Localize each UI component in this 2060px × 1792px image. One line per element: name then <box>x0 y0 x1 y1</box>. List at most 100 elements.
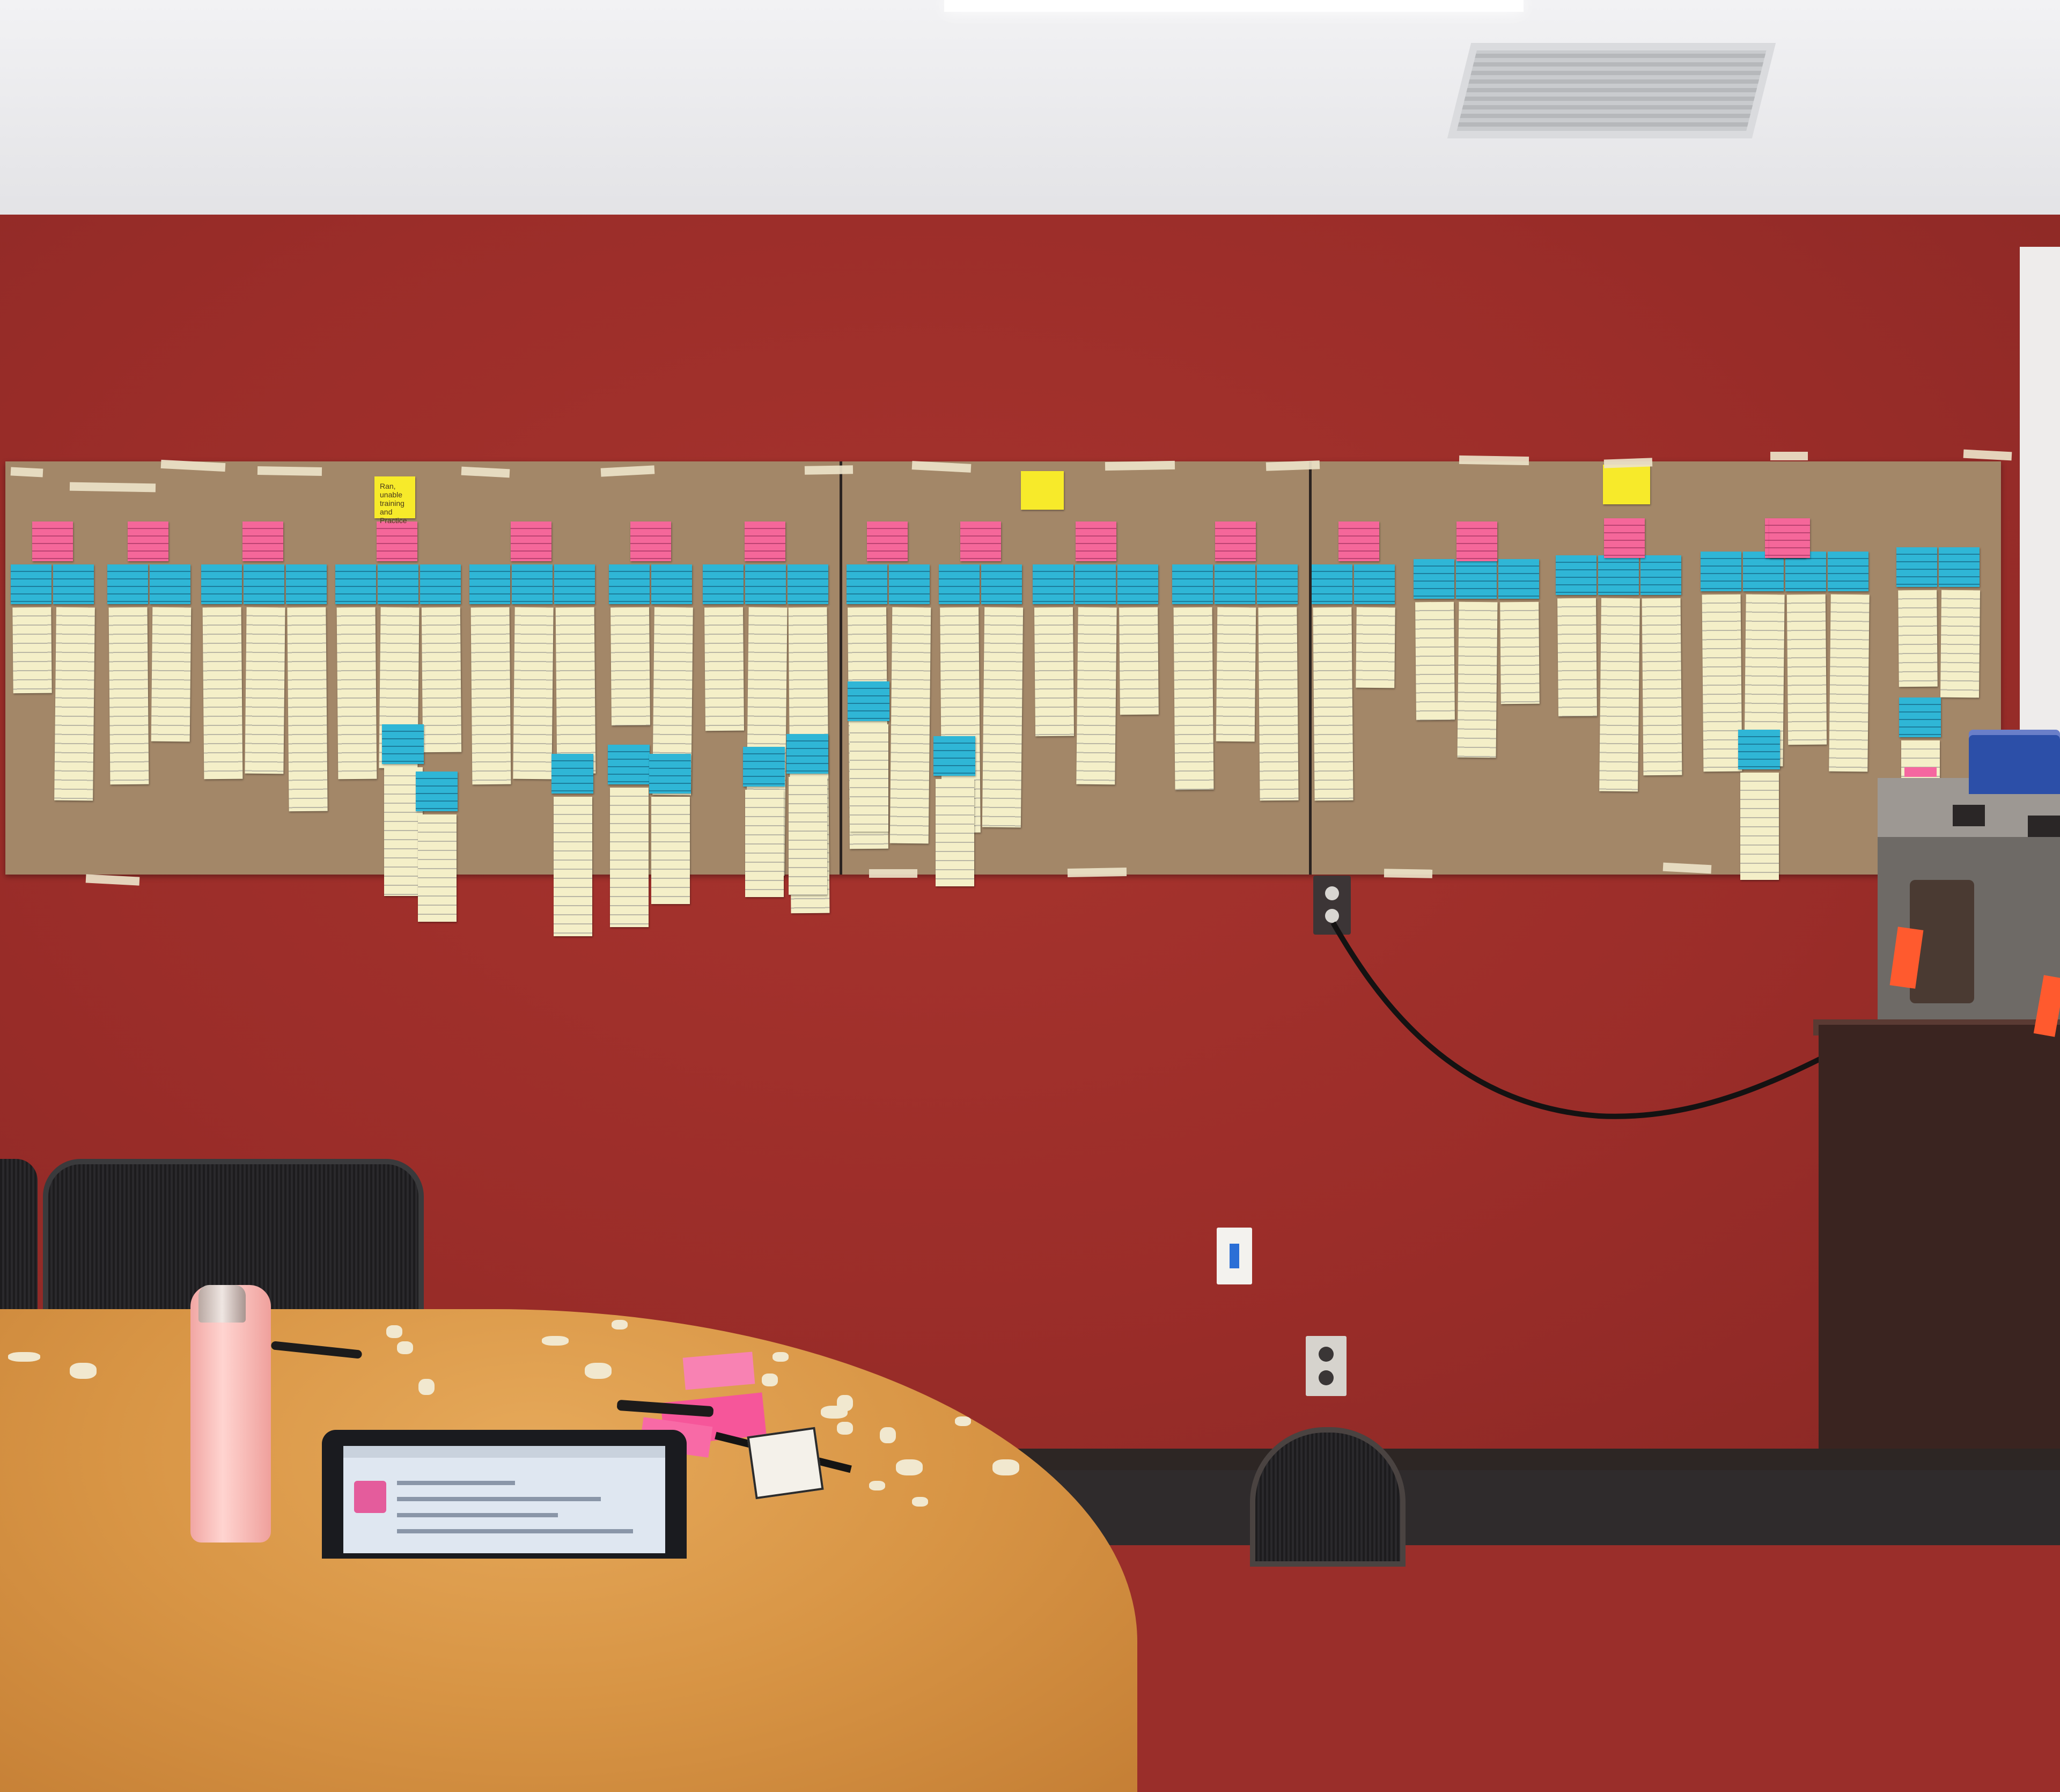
screen-text-line <box>397 1529 633 1533</box>
category-note-blue <box>107 564 148 604</box>
category-note-blue <box>469 564 510 604</box>
brewer-label <box>2028 816 2060 837</box>
tape-scrap <box>397 1341 413 1354</box>
category-note-blue <box>416 772 458 811</box>
ceiling-light <box>944 0 1524 12</box>
category-note-blue <box>788 564 828 604</box>
tape-scrap <box>880 1427 896 1443</box>
observation-note-cream <box>745 790 784 897</box>
door-trim <box>2020 247 2060 783</box>
category-note-blue <box>609 564 650 604</box>
category-note-blue <box>554 564 595 604</box>
tape-scrap <box>386 1325 402 1338</box>
tape-scrap <box>542 1336 569 1346</box>
theme-note-pink <box>867 522 908 561</box>
theme-note-pink <box>377 522 417 561</box>
paper-seam <box>840 461 842 875</box>
bottle-cap <box>198 1285 246 1323</box>
observation-note-cream <box>789 777 827 895</box>
category-note-blue <box>512 564 553 604</box>
category-note-blue <box>981 564 1022 604</box>
tape-scrap <box>896 1459 923 1475</box>
paper-seam <box>1309 461 1312 875</box>
tape-scrap <box>70 1363 97 1379</box>
category-note-blue <box>1172 564 1213 604</box>
category-note-blue <box>743 747 785 787</box>
category-note-blue <box>1785 552 1826 591</box>
category-note-blue <box>420 564 461 604</box>
category-note-blue <box>848 681 889 721</box>
pink-sticky-note <box>682 1352 755 1390</box>
category-note-blue <box>1312 564 1352 604</box>
tape-scrap <box>837 1422 853 1435</box>
observation-note-cream <box>554 797 592 936</box>
category-note-blue <box>847 564 887 604</box>
category-note-blue <box>703 564 744 604</box>
category-note-blue <box>1896 547 1937 587</box>
observation-note-cream <box>651 797 690 904</box>
category-note-blue <box>889 564 930 604</box>
theme-note-pink <box>630 522 671 561</box>
category-note-blue <box>378 564 418 604</box>
screen-text-line <box>397 1513 558 1517</box>
category-note-blue <box>1899 697 1941 737</box>
observation-note-cream <box>936 779 974 886</box>
theme-note-pink <box>128 522 168 561</box>
category-note-blue <box>649 754 691 794</box>
lower-outlet <box>1306 1336 1347 1396</box>
blue-tin <box>1969 735 2060 794</box>
category-note-blue <box>150 564 190 604</box>
category-note-blue <box>939 564 980 604</box>
theme-note-pink <box>1604 518 1645 558</box>
pink-tag <box>1904 767 1937 777</box>
tape-scrap <box>837 1395 853 1411</box>
category-note-blue <box>1414 559 1454 599</box>
yellow-header-note: Ran, unable training and Practice <box>374 476 415 525</box>
tape-scrap <box>992 1459 1019 1475</box>
tape-scrap <box>8 1352 40 1362</box>
category-note-blue <box>745 564 786 604</box>
light-switch <box>1217 1228 1252 1284</box>
theme-note-pink <box>960 522 1001 561</box>
theme-note-pink <box>32 522 73 561</box>
tape-scrap <box>612 1320 628 1330</box>
theme-note-pink <box>1769 518 1810 558</box>
category-note-blue <box>1640 555 1681 595</box>
category-note-blue <box>1939 547 1980 587</box>
masking-tape <box>1770 452 1808 460</box>
tape-scrap <box>912 1497 928 1507</box>
category-note-blue <box>1215 564 1255 604</box>
category-note-blue <box>1456 559 1497 599</box>
id-badge <box>747 1427 824 1500</box>
category-note-blue <box>1598 555 1639 595</box>
browser-bar <box>343 1446 665 1458</box>
category-note-blue <box>1498 559 1539 599</box>
category-note-blue <box>1738 730 1780 769</box>
screen-text-line <box>397 1497 601 1501</box>
category-note-blue <box>1556 555 1596 595</box>
category-note-blue <box>1033 564 1073 604</box>
category-note-blue <box>651 564 692 604</box>
office-chair <box>1250 1427 1406 1567</box>
yellow-header-note <box>1021 471 1064 510</box>
water-bottle <box>190 1285 271 1543</box>
category-note-blue <box>1701 552 1741 591</box>
tape-scrap <box>585 1363 612 1379</box>
tape-scrap <box>955 1416 971 1426</box>
category-note-blue <box>786 734 828 774</box>
category-note-blue <box>335 564 376 604</box>
category-note-blue <box>1075 564 1116 604</box>
observation-note-cream <box>610 788 649 927</box>
theme-note-pink <box>1215 522 1256 561</box>
category-note-blue <box>382 724 424 764</box>
category-note-blue <box>201 564 242 604</box>
category-note-blue <box>1354 564 1395 604</box>
theme-note-pink <box>1076 522 1116 561</box>
observation-note-cream <box>1740 773 1779 880</box>
masking-tape <box>869 869 917 878</box>
category-note-blue <box>1743 552 1784 591</box>
observation-note-cream <box>850 724 888 832</box>
category-note-blue <box>244 564 284 604</box>
chair-edge <box>0 1159 38 1320</box>
yellow-header-note <box>1603 465 1650 504</box>
